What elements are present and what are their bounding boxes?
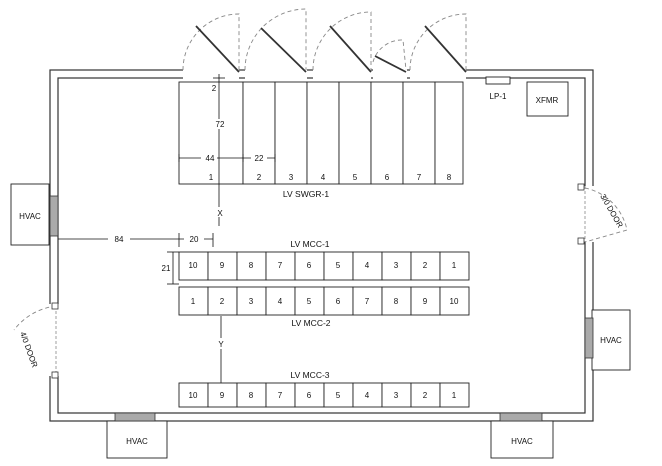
hvac-right: HVAC <box>584 309 631 371</box>
lv-swgr-1: 1 2 3 4 5 6 7 8 LV SWGR-1 <box>178 81 464 199</box>
mcc3-section-label: 10 <box>189 391 198 400</box>
mcc1-section-label: 9 <box>220 261 225 270</box>
mcc1-section-label: 10 <box>189 261 198 270</box>
lv-mcc-3: LV MCC-3 10 9 8 7 6 5 4 3 2 1 <box>178 370 470 408</box>
aisle-dimensions: 84 20 <box>58 233 214 247</box>
mcc2-section-label: 6 <box>336 297 341 306</box>
mcc1-name: LV MCC-1 <box>290 239 329 249</box>
swgr-section-label: 3 <box>289 173 294 182</box>
mcc2-name: LV MCC-2 <box>291 318 330 328</box>
mcc3-section-label: 3 <box>394 391 399 400</box>
mcc-depth-dimension: 21 <box>162 251 179 285</box>
dim-aisle-left: 84 <box>115 235 124 244</box>
swgr-section-label: 7 <box>417 173 422 182</box>
door-left-label: 4/0 DOOR <box>18 331 39 369</box>
mcc3-section-label: 5 <box>336 391 341 400</box>
dim-width-1: 44 <box>206 154 215 163</box>
mcc1-section-label: 5 <box>336 261 341 270</box>
hvac-left: HVAC <box>10 183 59 246</box>
swgr-section-label: 1 <box>209 173 214 182</box>
dim-mcc-gap: 20 <box>190 235 199 244</box>
hvac-bottom-right: HVAC <box>490 412 554 459</box>
mcc1-section-label: 6 <box>307 261 312 270</box>
mcc3-section-label: 2 <box>423 391 428 400</box>
hvac-bottom-left: HVAC <box>106 412 168 459</box>
lv-mcc-2: 1 2 3 4 5 6 7 8 9 10 LV MCC-2 <box>178 286 470 328</box>
mcc1-section-label: 7 <box>278 261 283 270</box>
dim-width-2: 22 <box>255 154 264 163</box>
mcc2-section-label: 2 <box>220 297 225 306</box>
mcc2-section-label: 5 <box>307 297 312 306</box>
swgr-dimensions: 2 72 44 22 X <box>178 74 276 226</box>
top-door-swings <box>182 8 467 82</box>
mcc2-section-label: 4 <box>278 297 283 306</box>
mcc1-section-label: 2 <box>423 261 428 270</box>
hvac-left-label: HVAC <box>19 212 41 221</box>
mcc1-section-label: 3 <box>394 261 399 270</box>
swgr-section-label: 8 <box>447 173 452 182</box>
mcc2-section-label: 7 <box>365 297 370 306</box>
lv-mcc-1: LV MCC-1 10 9 8 7 6 5 4 3 2 1 <box>178 239 470 281</box>
aisle-y-dimension: Y <box>216 316 228 383</box>
xfmr: XFMR <box>526 81 569 117</box>
mcc2-section-label: 9 <box>423 297 428 306</box>
mcc1-section-label: 4 <box>365 261 370 270</box>
hvac-bottom-left-label: HVAC <box>126 437 148 446</box>
mcc1-section-label: 8 <box>249 261 254 270</box>
door-right: 3/0 DOOR <box>577 183 628 245</box>
dim-mcc-depth: 21 <box>162 264 171 273</box>
swgr-section-label: 5 <box>353 173 358 182</box>
aisle-y-label: Y <box>218 340 224 349</box>
hvac-bottom-right-label: HVAC <box>511 437 533 446</box>
mcc1-section-label: 1 <box>452 261 457 270</box>
lp-1-label: LP-1 <box>490 92 507 101</box>
mcc3-section-label: 8 <box>249 391 254 400</box>
lp-1-panel: LP-1 <box>485 76 511 101</box>
mcc3-name: LV MCC-3 <box>290 370 329 380</box>
mcc3-section-label: 6 <box>307 391 312 400</box>
mcc2-section-label: 3 <box>249 297 254 306</box>
dim-clear-top: 2 <box>212 84 217 93</box>
mcc3-section-label: 1 <box>452 391 457 400</box>
aisle-x-label: X <box>217 209 223 218</box>
mcc3-section-label: 7 <box>278 391 283 400</box>
hvac-right-label: HVAC <box>600 336 622 345</box>
swgr-section-label: 4 <box>321 173 326 182</box>
swgr-section-label: 6 <box>385 173 390 182</box>
mcc2-section-label: 8 <box>394 297 399 306</box>
mcc2-section-label: 10 <box>450 297 459 306</box>
door-left: 4/0 DOOR <box>13 302 62 379</box>
swgr-name: LV SWGR-1 <box>283 189 329 199</box>
mcc2-section-label: 1 <box>191 297 196 306</box>
swgr-section-label: 2 <box>257 173 262 182</box>
door-right-label: 3/0 DOOR <box>598 193 625 230</box>
mcc3-section-label: 4 <box>365 391 370 400</box>
mcc3-section-label: 9 <box>220 391 225 400</box>
xfmr-label: XFMR <box>536 96 559 105</box>
dim-depth: 72 <box>216 120 225 129</box>
